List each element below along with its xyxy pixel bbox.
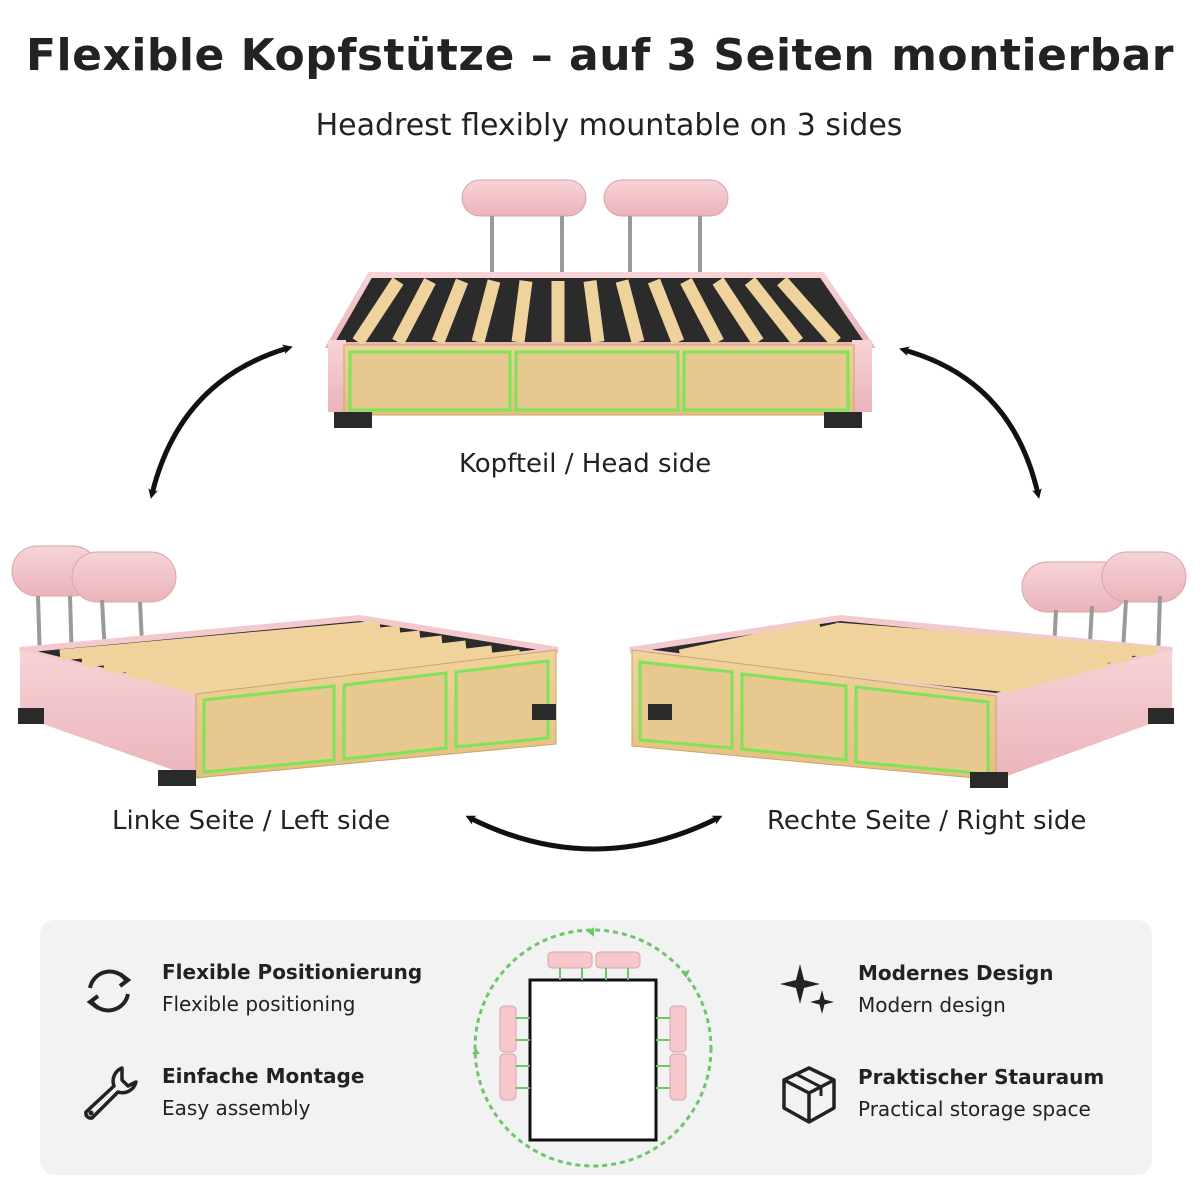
feature-title-en: Practical storage space [858,1097,1091,1121]
caption-right-side: Rechte Seite / Right side [767,806,1087,836]
arrow-head-to-left [148,344,293,499]
feature-title-en: Modern design [858,993,1006,1017]
page-subtitle: Headrest flexibly mountable on 3 sides [315,108,903,143]
feature-title-de: Modernes Design [858,961,1054,985]
feature-title-de: Einfache Montage [162,1064,365,1088]
caption-head-side: Kopfteil / Head side [459,449,712,479]
bed-right-side [629,551,1187,788]
feature-title-de: Praktischer Stauraum [858,1065,1105,1089]
feature-flexible-positioning: Flexible Positionierung Flexible positio… [162,960,422,1016]
feature-title-en: Easy assembly [162,1096,311,1120]
page-title: Flexible Kopfstütze – auf 3 Seiten monti… [25,30,1175,81]
feature-title-en: Flexible positioning [162,992,356,1016]
bed-left-side [11,545,559,786]
caption-left-side: Linke Seite / Left side [112,806,391,836]
bed-head-side [324,179,876,428]
wrench-icon [84,1066,138,1120]
box-icon [782,1066,836,1124]
sparkle-icon [780,964,834,1014]
feature-easy-assembly: Einfache Montage Easy assembly [162,1064,364,1120]
arrow-left-to-right [465,815,723,852]
feature-modern-design: Modernes Design Modern design [858,961,1054,1017]
headrest-positions-diagram [472,927,713,1168]
bed-illustration [11,179,1187,852]
feature-storage-space: Praktischer Stauraum Practical storage s… [858,1065,1104,1121]
arrow-head-to-right [899,346,1042,499]
feature-title-de: Flexible Positionierung [162,960,423,984]
rotate-arrows-icon [86,969,132,1013]
